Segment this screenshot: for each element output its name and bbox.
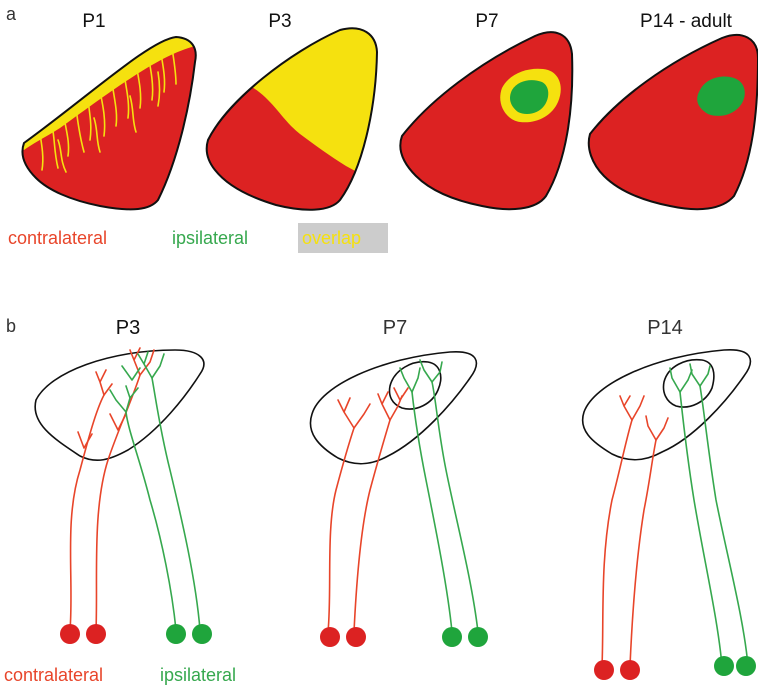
contralateral-soma-p14-1: [594, 660, 614, 680]
ipsilateral-soma-p14-1: [714, 656, 734, 676]
ipsilateral-zone-outline-p14: [664, 360, 714, 407]
contralateral-axons-p3: [70, 348, 154, 630]
contralateral-soma-p3-1: [60, 624, 80, 644]
legend-a-ipsilateral: ipsilateral: [172, 228, 248, 248]
axon-diagram-p14: [583, 350, 756, 680]
stage-label-p14-adult: P14 - adult: [640, 11, 733, 32]
territory-map-p14-adult: [589, 35, 758, 209]
stage-label-p7: P7: [475, 11, 498, 32]
contralateral-soma-p7-1: [320, 627, 340, 647]
territory-map-p3: [207, 10, 390, 210]
target-outline-p14: [583, 350, 751, 460]
legend-a-overlap: overlap: [302, 228, 361, 248]
contralateral-soma-p3-2: [86, 624, 106, 644]
legend-b-contralateral: contralateral: [4, 665, 103, 685]
contralateral-soma-p7-2: [346, 627, 366, 647]
stage-label-b-p3: P3: [116, 317, 140, 339]
contralateral-axons-p7: [328, 388, 408, 632]
axon-diagram-p3: [35, 348, 212, 644]
ipsilateral-soma-p7-2: [468, 627, 488, 647]
panel-b-letter: b: [6, 316, 16, 336]
stage-label-p3: P3: [268, 11, 291, 32]
ipsilateral-soma-p7-1: [442, 627, 462, 647]
ipsilateral-axons-p7: [400, 360, 478, 632]
legend-a-contralateral: contralateral: [8, 228, 107, 248]
contralateral-territory-p1: [23, 37, 196, 209]
ipsilateral-axons-p14: [670, 364, 748, 666]
panel-a-letter: a: [6, 4, 17, 24]
ipsilateral-soma-p3-2: [192, 624, 212, 644]
axon-diagram-p7: [310, 352, 488, 647]
ipsilateral-soma-p14-2: [736, 656, 756, 676]
stage-label-b-p7: P7: [383, 317, 407, 339]
territory-map-p1: [18, 33, 200, 209]
stage-label-b-p14: P14: [647, 317, 683, 339]
target-outline-p7: [310, 352, 476, 464]
stage-label-p1: P1: [82, 11, 105, 32]
ipsilateral-soma-p3-1: [166, 624, 186, 644]
contralateral-territory-p7: [400, 32, 572, 209]
legend-b-ipsilateral: ipsilateral: [160, 665, 236, 685]
contralateral-soma-p14-2: [620, 660, 640, 680]
contralateral-axons-p14: [602, 396, 668, 666]
contralateral-territory-p14: [589, 35, 758, 209]
territory-map-p7: [400, 32, 572, 209]
